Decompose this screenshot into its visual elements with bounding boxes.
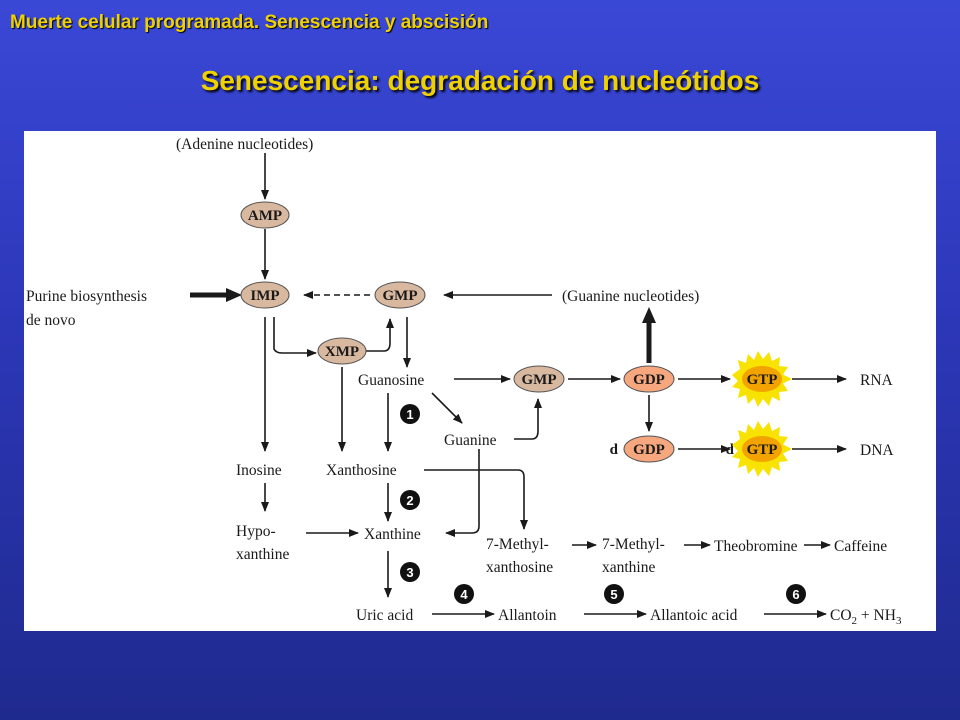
- node-dgtp: d GTP: [726, 421, 792, 477]
- step-6-circle: [786, 584, 806, 604]
- slide-header: Muerte celular programada. Senescencia y…: [10, 12, 489, 33]
- label-guanine: Guanine: [444, 432, 497, 449]
- pathway-svg: AMP IMP GMP XMP GMP GDP d GDP GTP d GTP …: [26, 136, 902, 627]
- node-xmp-shape: [317, 337, 367, 365]
- thick-arrows: [190, 288, 656, 363]
- label-hypoxanthine-line2: xanthine: [236, 546, 289, 563]
- label-theobromine: Theobromine: [714, 538, 798, 555]
- node-gmp-mid: GMP: [513, 365, 565, 393]
- arrow-guanine-gmp: [514, 398, 542, 440]
- node-amp-shape: [240, 201, 290, 229]
- node-xmp-label: XMP: [325, 344, 359, 360]
- step-2-number: 2: [406, 493, 413, 508]
- step-1-circle: [400, 404, 420, 424]
- node-amp: AMP: [240, 201, 290, 229]
- label-purine-line1: Purine biosynthesis: [26, 288, 147, 305]
- node-xmp: XMP: [317, 337, 367, 365]
- slide-title: Senescencia: degradación de nucleótidos: [200, 65, 760, 96]
- label-purine-line2: de novo: [26, 312, 76, 329]
- label-xanthosine: Xanthosine: [326, 462, 397, 479]
- arrow-imp-xmp: [273, 317, 317, 357]
- pathway-arrows: [261, 153, 847, 618]
- label-rna: RNA: [860, 372, 894, 389]
- label-allantoic-acid: Allantoic acid: [650, 607, 738, 624]
- node-gmp-top-shape: [374, 281, 426, 309]
- label-guanosine: Guanosine: [358, 372, 424, 389]
- label-allantoin: Allantoin: [498, 607, 557, 624]
- step-badge-6: 6: [786, 584, 806, 604]
- arrow-guanosine-guanine: [431, 392, 463, 424]
- label-methylxanthosine-line2: xanthosine: [486, 559, 553, 576]
- node-dgdp: d GDP: [610, 435, 675, 463]
- thick-arrow-gdp-head: [642, 307, 656, 323]
- node-gdp-shape: [623, 365, 675, 393]
- label-co2: CO: [830, 607, 852, 624]
- label-co2-subscript: 2: [852, 615, 858, 627]
- node-gmp-top: GMP: [374, 281, 426, 309]
- node-dgdp-label: GDP: [633, 442, 665, 458]
- node-gmp-mid-label: GMP: [522, 372, 557, 388]
- node-dgtp-label: GTP: [747, 442, 778, 458]
- thick-arrow-purine-head: [226, 288, 242, 302]
- step-2-circle: [400, 490, 420, 510]
- node-amp-label: AMP: [248, 208, 282, 224]
- step-6-number: 6: [792, 587, 799, 602]
- label-caffeine: Caffeine: [834, 538, 887, 555]
- node-imp-label: IMP: [250, 288, 279, 304]
- node-gdp-label: GDP: [633, 372, 665, 388]
- arrow-xmp-gmp: [362, 318, 394, 352]
- step-3-circle: [400, 562, 420, 582]
- label-methylxanthine-line2: xanthine: [602, 559, 655, 576]
- label-inosine: Inosine: [236, 462, 282, 479]
- step-4-number: 4: [460, 587, 468, 602]
- node-gmp-top-label: GMP: [383, 288, 418, 304]
- label-xanthine: Xanthine: [364, 526, 421, 543]
- node-dgtp-shape: [742, 436, 782, 462]
- label-uric-acid: Uric acid: [356, 607, 413, 624]
- label-guanine-nucleotides: (Guanine nucleotides): [562, 288, 699, 305]
- node-imp-shape: [240, 281, 290, 309]
- arrow-guanine-xanthine: [445, 449, 480, 537]
- label-nh3-subscript: 3: [896, 615, 902, 627]
- node-gtp-shape: [742, 366, 782, 392]
- label-adenine-nucleotides: (Adenine nucleotides): [176, 136, 313, 153]
- step-5-number: 5: [610, 587, 617, 602]
- node-gtp-label: GTP: [747, 372, 778, 388]
- step-3-number: 3: [406, 565, 413, 580]
- step-badge-2: 2: [400, 490, 420, 510]
- label-methylxanthine-line1: 7-Methyl-: [602, 536, 665, 553]
- label-methylxanthosine-line1: 7-Methyl-: [486, 536, 549, 553]
- node-gdp: GDP: [623, 365, 675, 393]
- step-badge-5: 5: [604, 584, 624, 604]
- step-badge-1: 1: [400, 404, 420, 424]
- label-hypoxanthine-line1: Hypo-: [236, 523, 276, 540]
- step-1-number: 1: [406, 407, 413, 422]
- step-4-circle: [454, 584, 474, 604]
- label-plus-nh3: + NH: [857, 607, 896, 624]
- node-dgtp-prefix: d: [726, 442, 735, 458]
- arrow-xanthosine-methylxanthosine: [424, 469, 528, 530]
- step-badge-4: 4: [454, 584, 474, 604]
- label-co2-nh3: CO2 + NH3: [830, 607, 902, 627]
- node-imp: IMP: [240, 281, 290, 309]
- step-5-circle: [604, 584, 624, 604]
- step-badge-3: 3: [400, 562, 420, 582]
- node-gtp: GTP: [732, 351, 792, 407]
- label-dna: DNA: [860, 442, 894, 459]
- node-dgdp-shape: [623, 435, 675, 463]
- node-dgdp-prefix: d: [610, 442, 619, 458]
- node-gmp-mid-shape: [513, 365, 565, 393]
- pathway-diagram: AMP IMP GMP XMP GMP GDP d GDP GTP d GTP …: [24, 131, 936, 631]
